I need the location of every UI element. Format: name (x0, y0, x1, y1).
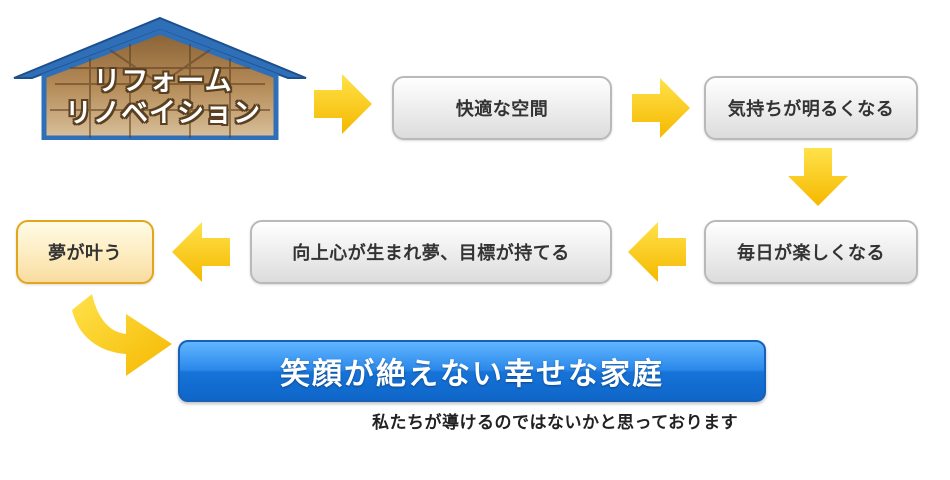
step-dream-comes-true: 夢が叶う (16, 220, 154, 284)
banner-text: 笑顔が絶えない幸せな家庭 (280, 357, 664, 392)
arrow-left-icon (628, 222, 686, 282)
result-caption: 私たちが導けるのではないかと思っております (372, 413, 739, 433)
logo-text: リフォーム リノベイション (48, 66, 278, 130)
step-comfortable-space: 快適な空間 (392, 76, 612, 140)
curved-arrow-icon (72, 294, 172, 376)
step-daily-fun: 毎日が楽しくなる (704, 220, 918, 284)
arrow-down-icon (788, 148, 848, 206)
step-label: 快適な空間 (455, 99, 549, 120)
step-label: 夢が叶う (48, 243, 122, 264)
logo-line-1: リフォーム (93, 66, 233, 97)
logo-line-2: リノベイション (65, 98, 261, 129)
step-ambition: 向上心が生まれ夢、目標が持てる (250, 220, 612, 284)
renovation-house-logo: リフォーム リノベイション (10, 14, 310, 140)
result-banner: 笑顔が絶えない幸せな家庭 (178, 340, 766, 402)
step-feel-bright: 気持ちが明るくなる (704, 76, 918, 140)
arrow-right-icon (314, 74, 372, 134)
arrow-left-icon (172, 222, 230, 282)
step-label: 向上心が生まれ夢、目標が持てる (292, 243, 570, 264)
step-label: 毎日が楽しくなる (737, 243, 885, 264)
step-label: 気持ちが明るくなる (727, 99, 895, 120)
house-logo-icon (13, 16, 307, 140)
arrow-right-icon (632, 78, 690, 138)
